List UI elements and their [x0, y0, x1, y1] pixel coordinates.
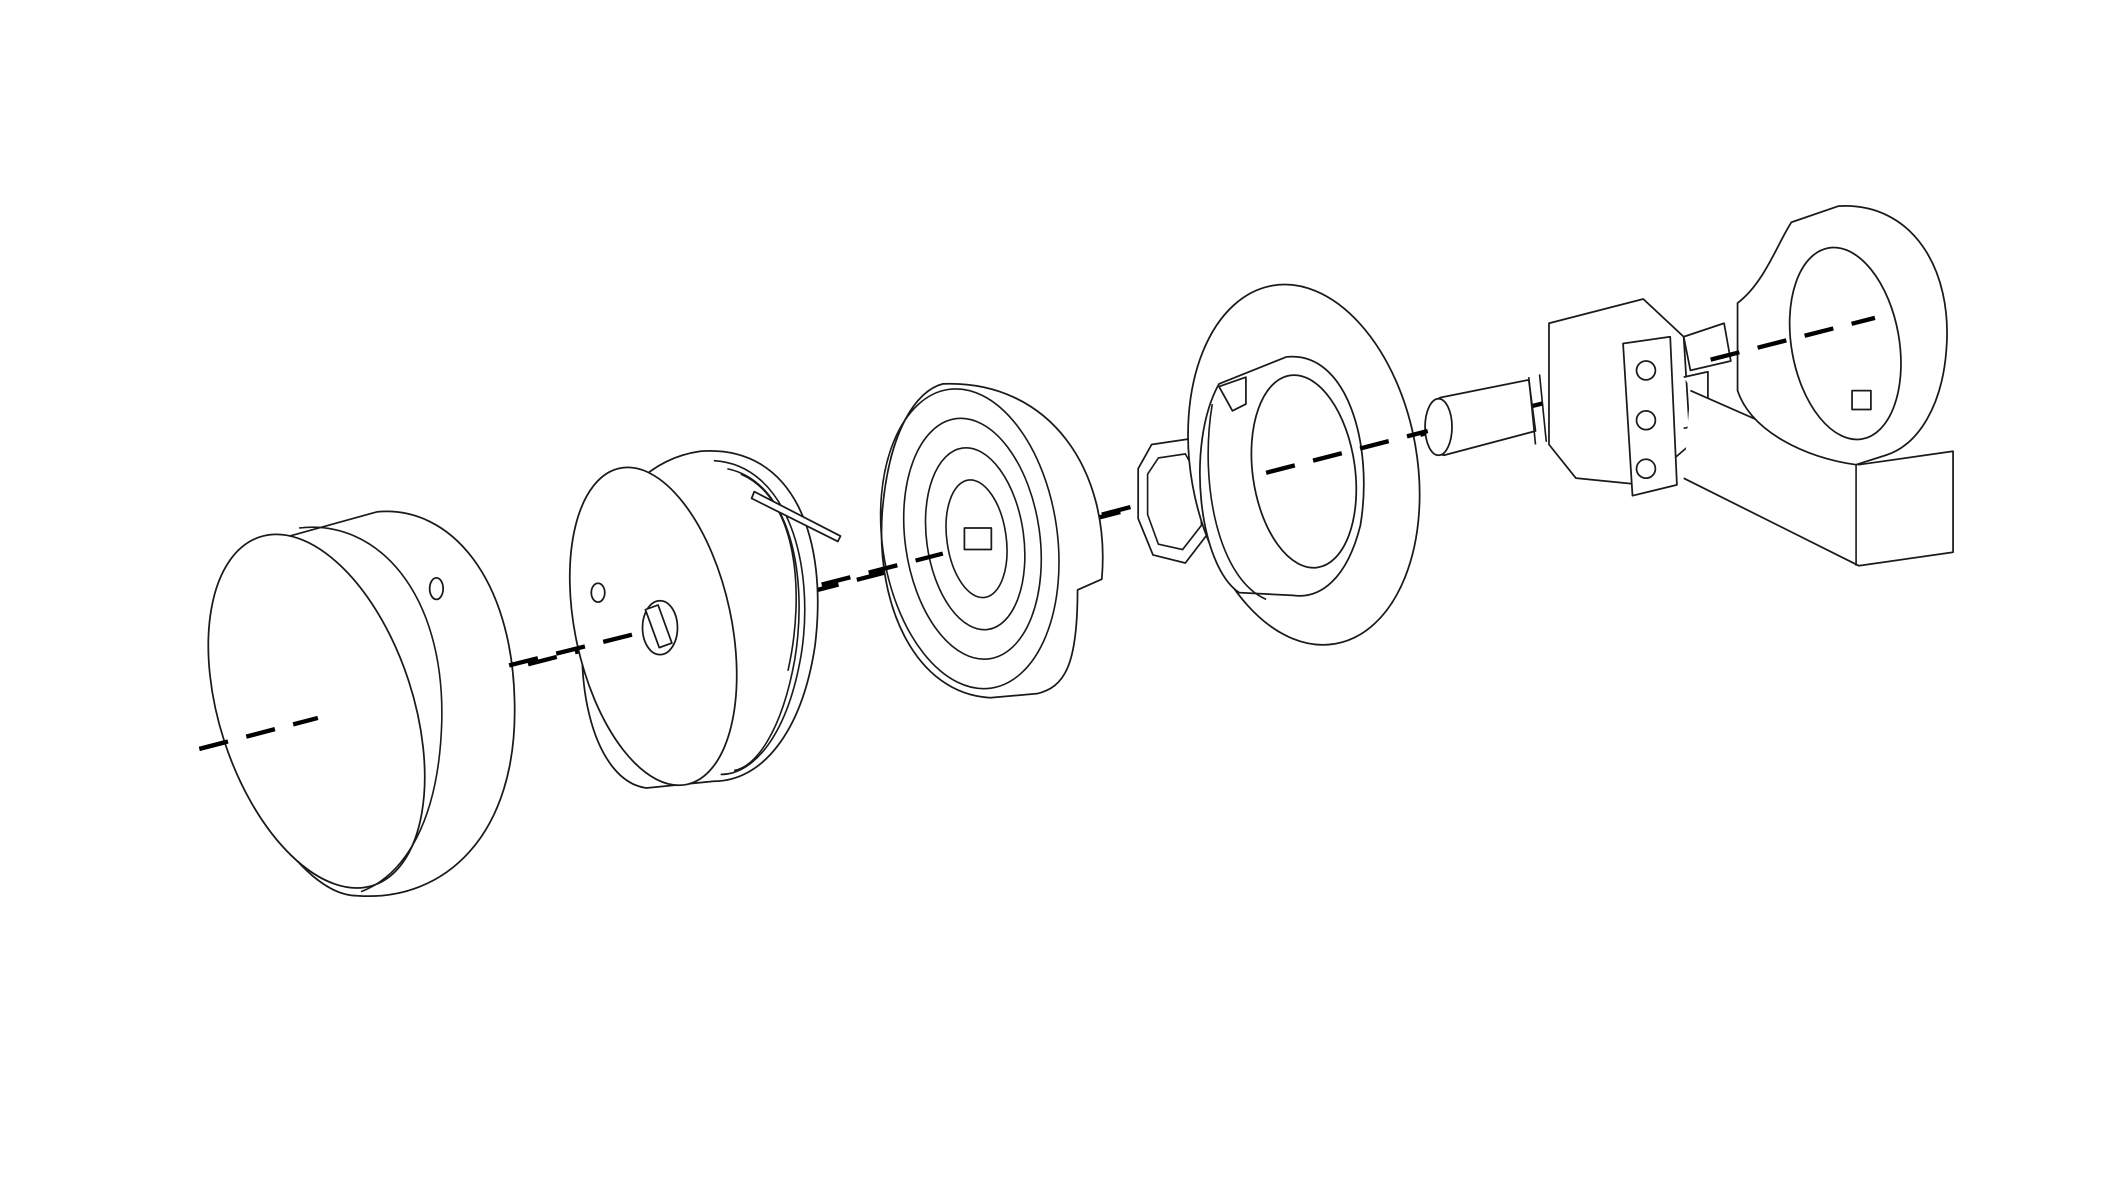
- wire-spool: [568, 450, 842, 789]
- mounting-housing: [1187, 283, 1421, 646]
- spiral-spring: [879, 382, 1104, 699]
- potentiometer: [1424, 298, 1709, 497]
- knob-cap: [198, 510, 516, 898]
- mounting-bracket: [1682, 205, 1954, 567]
